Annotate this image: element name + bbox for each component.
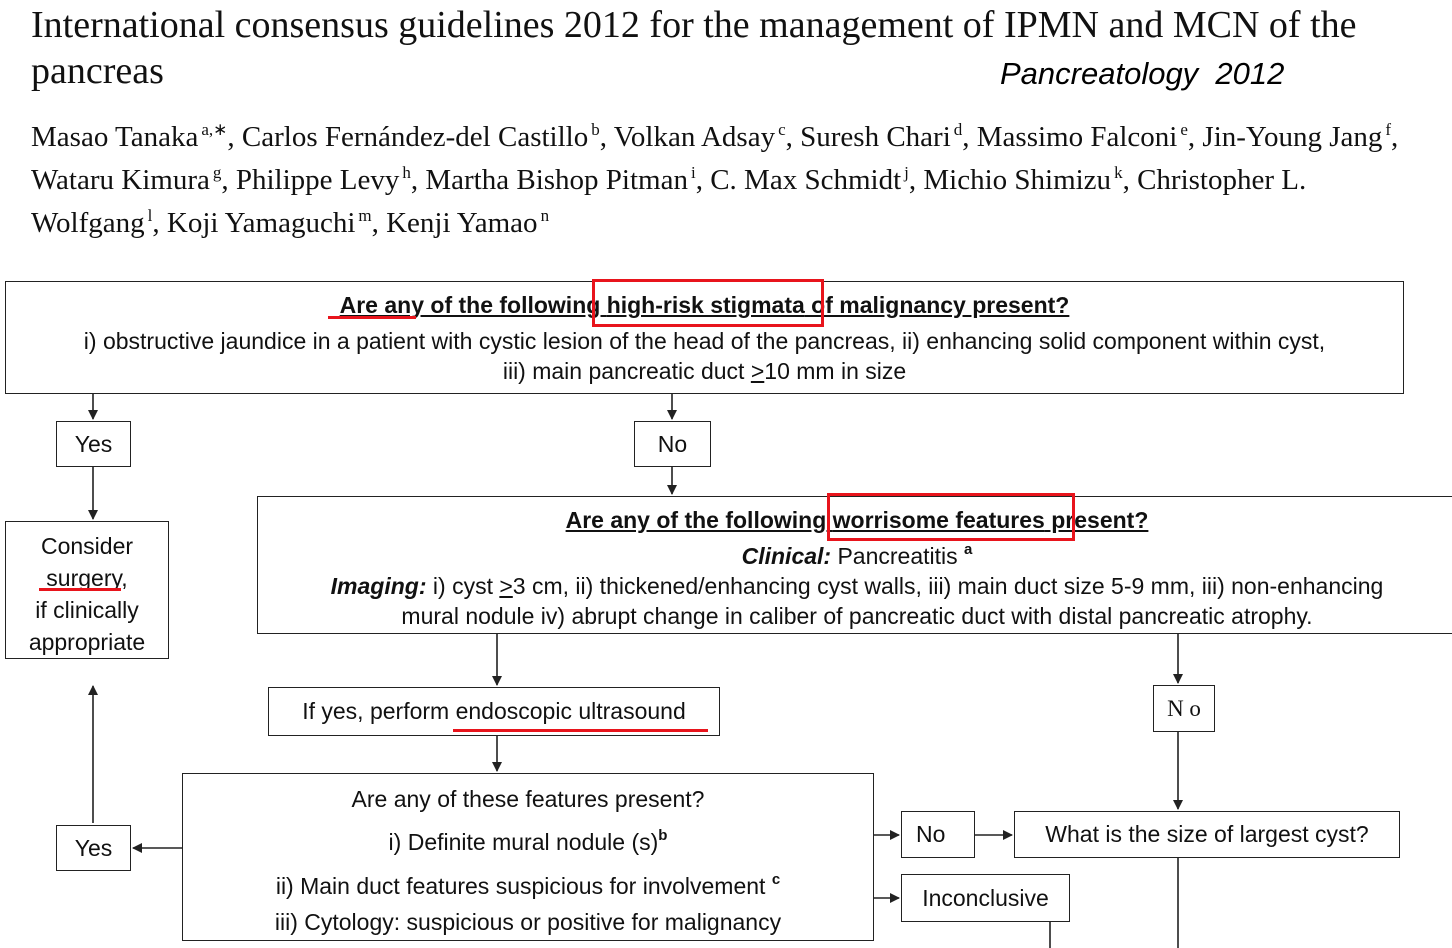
surgery-keyword: surgery bbox=[46, 565, 122, 591]
underline-surgery bbox=[39, 588, 121, 591]
worrisome-imaging: Imaging: i) cyst >3 cm, ii) thickened/en… bbox=[330, 573, 1384, 599]
cyst-size-box: What is the size of largest cyst? bbox=[1014, 811, 1400, 858]
no-box-2: N o bbox=[1153, 685, 1215, 732]
high-risk-stigmata-box: Are any of the following high-risk stigm… bbox=[5, 281, 1404, 394]
high-risk-question: Are any of the following high-risk stigm… bbox=[339, 292, 1070, 318]
journal-citation: Pancreatology 2012 bbox=[1000, 56, 1284, 92]
inconclusive-box: Inconclusive bbox=[901, 874, 1070, 922]
yes-box-2: Yes bbox=[56, 825, 131, 871]
worrisome-question: Are any of the following worrisome featu… bbox=[565, 507, 1149, 533]
underline-endoscopic-ultrasound bbox=[453, 729, 708, 732]
worrisome-features-box: Are any of the following worrisome featu… bbox=[257, 496, 1452, 634]
consider-surgery-box: Consider surgery, if clinically appropri… bbox=[5, 521, 169, 659]
article-title: International consensus guidelines 2012 … bbox=[31, 4, 1357, 92]
no-box-3: No bbox=[901, 811, 975, 858]
journal-name: Pancreatology bbox=[1000, 56, 1199, 91]
journal-year: 2012 bbox=[1215, 56, 1285, 91]
high-risk-keyword: high-risk stigmata bbox=[606, 292, 805, 318]
highlight-worrisome-features bbox=[827, 493, 1075, 541]
underline-are-any bbox=[328, 316, 416, 319]
highlight-high-risk-stigmata bbox=[592, 279, 824, 327]
eus-box: If yes, perform endoscopic ultrasound bbox=[268, 687, 720, 736]
no-box-1: No bbox=[634, 421, 711, 467]
high-risk-line-2: iii) main pancreatic duct >10 mm in size bbox=[502, 358, 907, 384]
high-risk-line-1: i) obstructive jaundice in a patient wit… bbox=[83, 328, 1326, 354]
eus-keyword: endoscopic ultrasound bbox=[455, 698, 686, 724]
worrisome-keyword: worrisome features bbox=[832, 507, 1045, 533]
worrisome-line-3: mural nodule iv) abrupt change in calibe… bbox=[401, 603, 1313, 629]
worrisome-clinical: Clinical: Pancreatitis a bbox=[741, 541, 973, 569]
yes-box-1: Yes bbox=[56, 421, 131, 467]
features-box: Are any of these features present? i) De… bbox=[182, 773, 874, 941]
